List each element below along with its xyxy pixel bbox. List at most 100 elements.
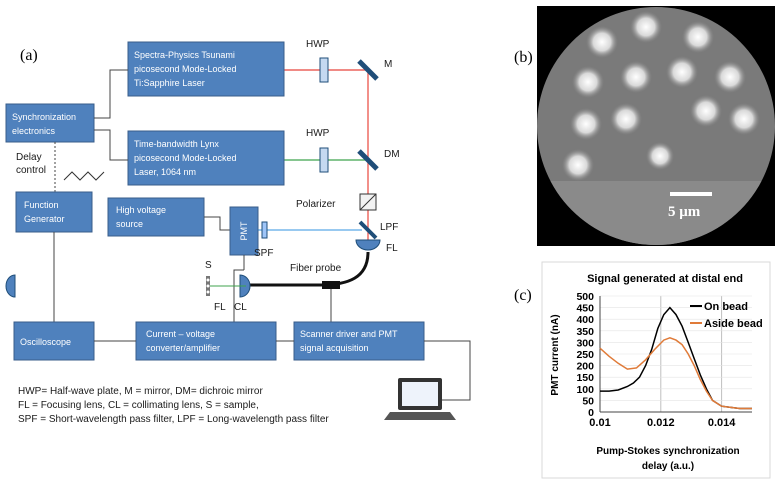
x-axis-label-line-1: Pump-Stokes synchronization xyxy=(596,446,739,457)
series-line-aside-bead xyxy=(599,336,752,410)
hv-line-1: High voltage xyxy=(116,205,166,215)
mirror-m xyxy=(357,59,379,81)
bead xyxy=(572,66,604,98)
bead xyxy=(562,149,594,181)
fl-right-label: FL xyxy=(386,243,398,254)
hwp-top-label: HWP xyxy=(306,39,330,50)
sample-label: S xyxy=(205,260,212,271)
bead xyxy=(620,61,652,93)
y-tick-label: 500 xyxy=(576,291,594,303)
sync-line-2: electronics xyxy=(12,126,56,136)
converter-line-2: converter/amplifier xyxy=(146,343,220,353)
y-tick-label: 150 xyxy=(576,372,594,384)
panel-c-label: (c) xyxy=(514,287,532,304)
fiber-probe-connector xyxy=(322,281,340,289)
y-tick-label: 50 xyxy=(582,395,594,407)
y-tick-label: 350 xyxy=(576,326,594,338)
y-tick-label: 0 xyxy=(588,407,594,419)
focusing-lens-right xyxy=(355,239,381,251)
scanner-line-1: Scanner driver and PMT xyxy=(300,329,398,339)
chart-frame xyxy=(541,261,771,479)
hwp-top xyxy=(319,57,329,83)
pmt-label: PMT xyxy=(239,221,249,241)
y-tick-label: 300 xyxy=(576,337,594,349)
chart-title: Signal generated at distal end xyxy=(587,273,743,285)
hwp-bottom-label: HWP xyxy=(306,128,330,139)
hv-to-pmt-wire xyxy=(204,216,230,231)
y-tick-label: 200 xyxy=(576,361,594,373)
scale-bar xyxy=(670,192,712,196)
hv-source-box xyxy=(107,197,205,237)
converter-box xyxy=(135,321,277,361)
fiber-probe-label: Fiber probe xyxy=(290,263,342,274)
bead xyxy=(586,26,618,58)
dichroic-mirror xyxy=(357,149,379,171)
fg-line-2: Generator xyxy=(24,214,65,224)
tsunami-line-2: picosecond Mode-Locked xyxy=(134,64,237,74)
pmt-to-converter-wire xyxy=(233,269,244,322)
scanner-to-computer-wire xyxy=(424,340,471,401)
lynx-line-1: Time-bandwidth Lynx xyxy=(134,139,219,149)
y-tick-label: 100 xyxy=(576,384,594,396)
bead xyxy=(714,61,746,93)
y-tick-label: 400 xyxy=(576,314,594,326)
legend-label: Aside bead xyxy=(704,318,763,330)
legend-line-1: HWP= Half-wave plate, M = mirror, DM= di… xyxy=(18,386,263,397)
lpf-filter xyxy=(358,220,378,240)
polarizer-diagonal xyxy=(359,193,377,211)
tsunami-laser-box xyxy=(127,41,285,97)
lynx-line-2: picosecond Mode-Locked xyxy=(134,153,237,163)
sawtooth-icon xyxy=(63,171,105,181)
lynx-laser-box xyxy=(127,130,285,186)
laptop-icon xyxy=(384,378,456,420)
lpf-label: LPF xyxy=(380,222,398,233)
scale-bar-label: 5 μm xyxy=(668,204,701,220)
bead xyxy=(610,103,642,135)
x-axis-label-line-2: delay (a.u.) xyxy=(642,461,694,472)
sample-dot-3 xyxy=(206,290,210,294)
legend-label: On bead xyxy=(704,301,748,313)
sync-to-tsunami-wire xyxy=(94,69,128,119)
panel-b-label: (b) xyxy=(514,49,533,66)
y-tick-label: 450 xyxy=(576,303,594,315)
bead xyxy=(666,56,698,88)
legend-line-3: SPF = Short-wavelength pass filter, LPF … xyxy=(18,414,329,425)
fg-line-1: Function xyxy=(24,200,59,210)
sync-electronics-box xyxy=(5,103,95,143)
x-tick-label: 0.01 xyxy=(589,417,610,429)
bead xyxy=(690,95,722,127)
scanner-box xyxy=(293,321,425,361)
spf-filter xyxy=(261,221,268,239)
sample-dot-2 xyxy=(206,284,210,288)
pmt-box xyxy=(229,206,259,256)
tsunami-line-3: Ti:Sapphire Laser xyxy=(134,78,205,88)
hwp-bottom xyxy=(319,147,329,173)
scanner-line-2: signal acquisition xyxy=(300,343,369,353)
converter-line-1: Current – voltage xyxy=(146,329,215,339)
dm-label: DM xyxy=(384,149,400,160)
fiber-probe-cable xyxy=(246,251,370,287)
function-generator-box xyxy=(15,191,93,233)
sample-dot-1 xyxy=(206,278,210,282)
spf-label: SPF xyxy=(254,248,273,259)
bead xyxy=(630,11,662,43)
x-tick-label: 0.014 xyxy=(708,417,736,429)
delay-line-1: Delay xyxy=(16,152,42,163)
focusing-lens-left xyxy=(5,274,16,298)
oscilloscope-label: Oscilloscope xyxy=(20,337,71,347)
legend-line-2: FL = Focusing lens, CL = collimating len… xyxy=(18,400,259,411)
delay-line-2: control xyxy=(16,165,46,176)
sync-to-lynx-wire xyxy=(94,129,128,161)
lynx-line-3: Laser, 1064 nm xyxy=(134,167,196,177)
bead xyxy=(728,103,760,135)
fl-left-label: FL xyxy=(214,302,226,313)
oscilloscope-box xyxy=(13,321,95,361)
y-tick-label: 250 xyxy=(576,349,594,361)
x-tick-label: 0.012 xyxy=(647,417,675,429)
bead xyxy=(646,142,674,170)
hv-line-2: source xyxy=(116,219,143,229)
bead xyxy=(682,21,714,53)
bead xyxy=(570,108,602,140)
tsunami-line-1: Spectra-Physics Tsunami xyxy=(134,50,235,60)
